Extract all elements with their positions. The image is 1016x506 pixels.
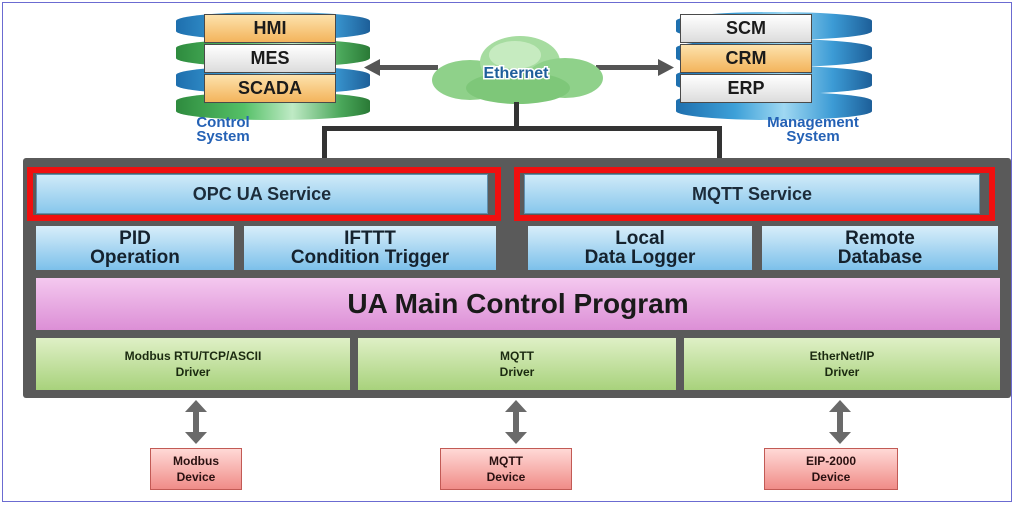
erp-label: ERP: [680, 74, 812, 103]
management-system-title: Management System: [767, 114, 859, 145]
mqtt-service: MQTT Service: [524, 174, 980, 214]
control-system-database: HMI MES SCADA: [176, 12, 370, 120]
double-arrow-icon: [364, 59, 674, 76]
cloud-icon: [432, 36, 603, 104]
scada-label: SCADA: [204, 74, 336, 103]
management-system-database: SCM CRM ERP: [676, 12, 872, 120]
opc-ua-service: OPC UA Service: [36, 174, 488, 214]
mes-label: MES: [204, 44, 336, 73]
vertical-arrow-icon: [505, 400, 527, 444]
crm-label: CRM: [680, 44, 812, 73]
mqtt-highlight: [514, 167, 995, 221]
opc-ua-highlight: [27, 167, 501, 221]
ethernet-label: Ethernet: [484, 65, 550, 82]
hmi-label: HMI: [204, 14, 336, 43]
ethernet-network: Ethernet: [322, 36, 722, 158]
control-system-title: Control System: [196, 114, 250, 145]
device-connectors: [185, 400, 851, 444]
ua-main-control-program: UA Main Control Program: [36, 278, 1000, 330]
vertical-arrow-icon: [829, 400, 851, 444]
scm-label: SCM: [680, 14, 812, 43]
vertical-arrow-icon: [185, 400, 207, 444]
